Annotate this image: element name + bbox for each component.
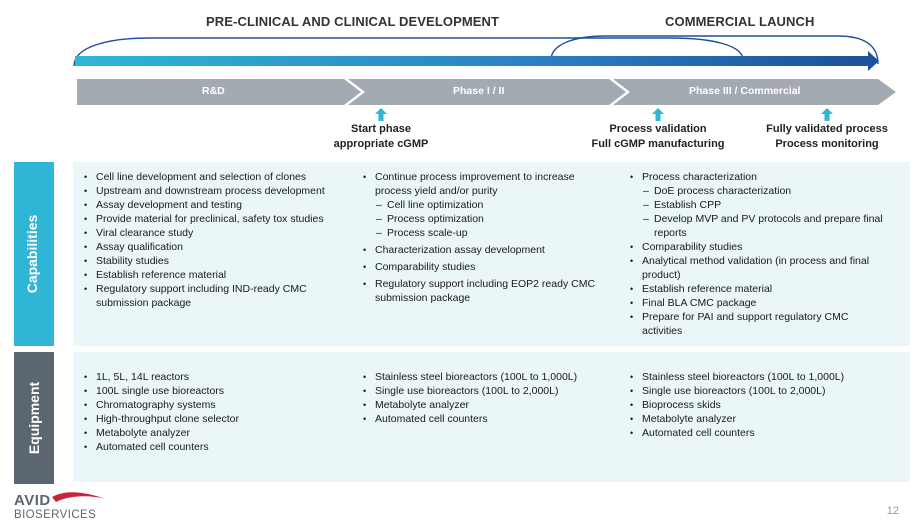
list-item: Bioprocess skids	[628, 398, 890, 412]
sub-list-item: Process scale-up	[361, 226, 611, 240]
list-item: 100L single use bioreactors	[82, 384, 344, 398]
sub-list-item: Cell line optimization	[361, 198, 611, 212]
logo-line1: AVID	[14, 492, 51, 509]
list-item: Characterization assay development	[361, 243, 611, 257]
list-item: Chromatography systems	[82, 398, 344, 412]
equipment-phase3-list: Stainless steel bioreactors (100L to 1,0…	[628, 370, 890, 440]
list-item: Process characterization	[628, 170, 890, 184]
phase-12-label: Phase I / II	[453, 85, 505, 97]
list-item: Regulatory support including EOP2 ready …	[361, 277, 611, 305]
list-item: Regulatory support including IND-ready C…	[82, 282, 344, 310]
commercial-arc	[550, 35, 879, 65]
logo-swoosh	[52, 492, 106, 502]
preclinical-header: PRE-CLINICAL AND CLINICAL DEVELOPMENT	[206, 14, 500, 29]
list-item: Stainless steel bioreactors (100L to 1,0…	[361, 370, 623, 384]
equipment-sidebar: Equipment	[14, 352, 54, 484]
up-arrow-icon	[821, 108, 833, 121]
avid-bioservices-logo: AVID BIOSERVICES	[14, 492, 106, 521]
capabilities-phase3-list: Process characterization DoE process cha…	[628, 170, 890, 338]
commercial-launch-header: COMMERCIAL LAUNCH	[665, 14, 815, 29]
list-item: Establish reference material	[82, 268, 344, 282]
milestone-line: Process validation	[609, 123, 707, 135]
sub-list-item: Develop MVP and PV protocols and prepare…	[628, 212, 890, 240]
milestone-start-phase: Start phase appropriate cGMP	[322, 108, 440, 151]
list-item: Final BLA CMC package	[628, 296, 890, 310]
chevron-phase3	[613, 79, 896, 105]
milestone-line: appropriate cGMP	[333, 137, 429, 150]
list-item: Single use bioreactors (100L to 2,000L)	[361, 384, 623, 398]
milestone-fully-validated: Fully validated process Process monitori…	[752, 108, 902, 151]
sub-list-item: Process optimization	[361, 212, 611, 226]
list-item: Prepare for PAI and support regulatory C…	[628, 310, 890, 338]
capabilities-phase12-list: Continue process improvement to increase…	[361, 170, 611, 305]
list-item: Metabolyte analyzer	[361, 398, 623, 412]
capabilities-sidebar: Capabilities	[14, 162, 54, 346]
list-item: 1L, 5L, 14L reactors	[82, 370, 344, 384]
capabilities-title: Capabilities	[23, 214, 40, 294]
milestone-line: Start phase	[351, 123, 411, 135]
milestone-line: Process monitoring	[775, 137, 879, 150]
list-item: Automated cell counters	[361, 412, 623, 426]
equipment-rnd-list: 1L, 5L, 14L reactors 100L single use bio…	[82, 370, 344, 454]
list-item: Comparability studies	[361, 260, 611, 274]
list-item: Metabolyte analyzer	[628, 412, 890, 426]
list-item: Provide material for preclinical, safety…	[82, 212, 344, 226]
equipment-title: Equipment	[26, 381, 42, 455]
timeline-graphic	[73, 35, 896, 105]
list-item: Stability studies	[82, 254, 344, 268]
chevron-rnd	[77, 79, 361, 105]
list-item: Cell line development and selection of c…	[82, 170, 344, 184]
milestone-line: Full cGMP manufacturing	[591, 137, 725, 150]
list-item: Assay qualification	[82, 240, 344, 254]
list-item: Stainless steel bioreactors (100L to 1,0…	[628, 370, 890, 384]
list-item: Comparability studies	[628, 240, 890, 254]
milestone-line: Fully validated process	[766, 123, 888, 135]
list-item: High-throughput clone selector	[82, 412, 344, 426]
list-item: Assay development and testing	[82, 198, 344, 212]
capabilities-rnd-list: Cell line development and selection of c…	[82, 170, 344, 310]
list-item: Analytical method validation (in process…	[628, 254, 890, 282]
page-number: 12	[886, 505, 899, 517]
equipment-phase12-list: Stainless steel bioreactors (100L to 1,0…	[361, 370, 623, 426]
milestone-process-validation: Process validation Full cGMP manufacturi…	[576, 108, 740, 151]
phase-rnd-label: R&D	[202, 85, 225, 97]
up-arrow-icon	[375, 108, 387, 121]
sub-list-item: DoE process characterization	[628, 184, 890, 198]
timeline-arrow	[75, 51, 879, 71]
list-item: Viral clearance study	[82, 226, 344, 240]
list-item: Continue process improvement to increase…	[361, 170, 611, 198]
up-arrow-icon	[652, 108, 664, 121]
sub-list-item: Establish CPP	[628, 198, 890, 212]
list-item: Metabolyte analyzer	[82, 426, 344, 440]
logo-line2: BIOSERVICES	[14, 509, 96, 521]
preclinical-arc	[73, 37, 744, 67]
chevron-phase12	[348, 79, 626, 105]
list-item: Automated cell counters	[628, 426, 890, 440]
list-item: Establish reference material	[628, 282, 890, 296]
phase-3-label: Phase III / Commercial	[689, 85, 801, 97]
list-item: Automated cell counters	[82, 440, 344, 454]
list-item: Single use bioreactors (100L to 2,000L)	[628, 384, 890, 398]
list-item: Upstream and downstream process developm…	[82, 184, 344, 198]
